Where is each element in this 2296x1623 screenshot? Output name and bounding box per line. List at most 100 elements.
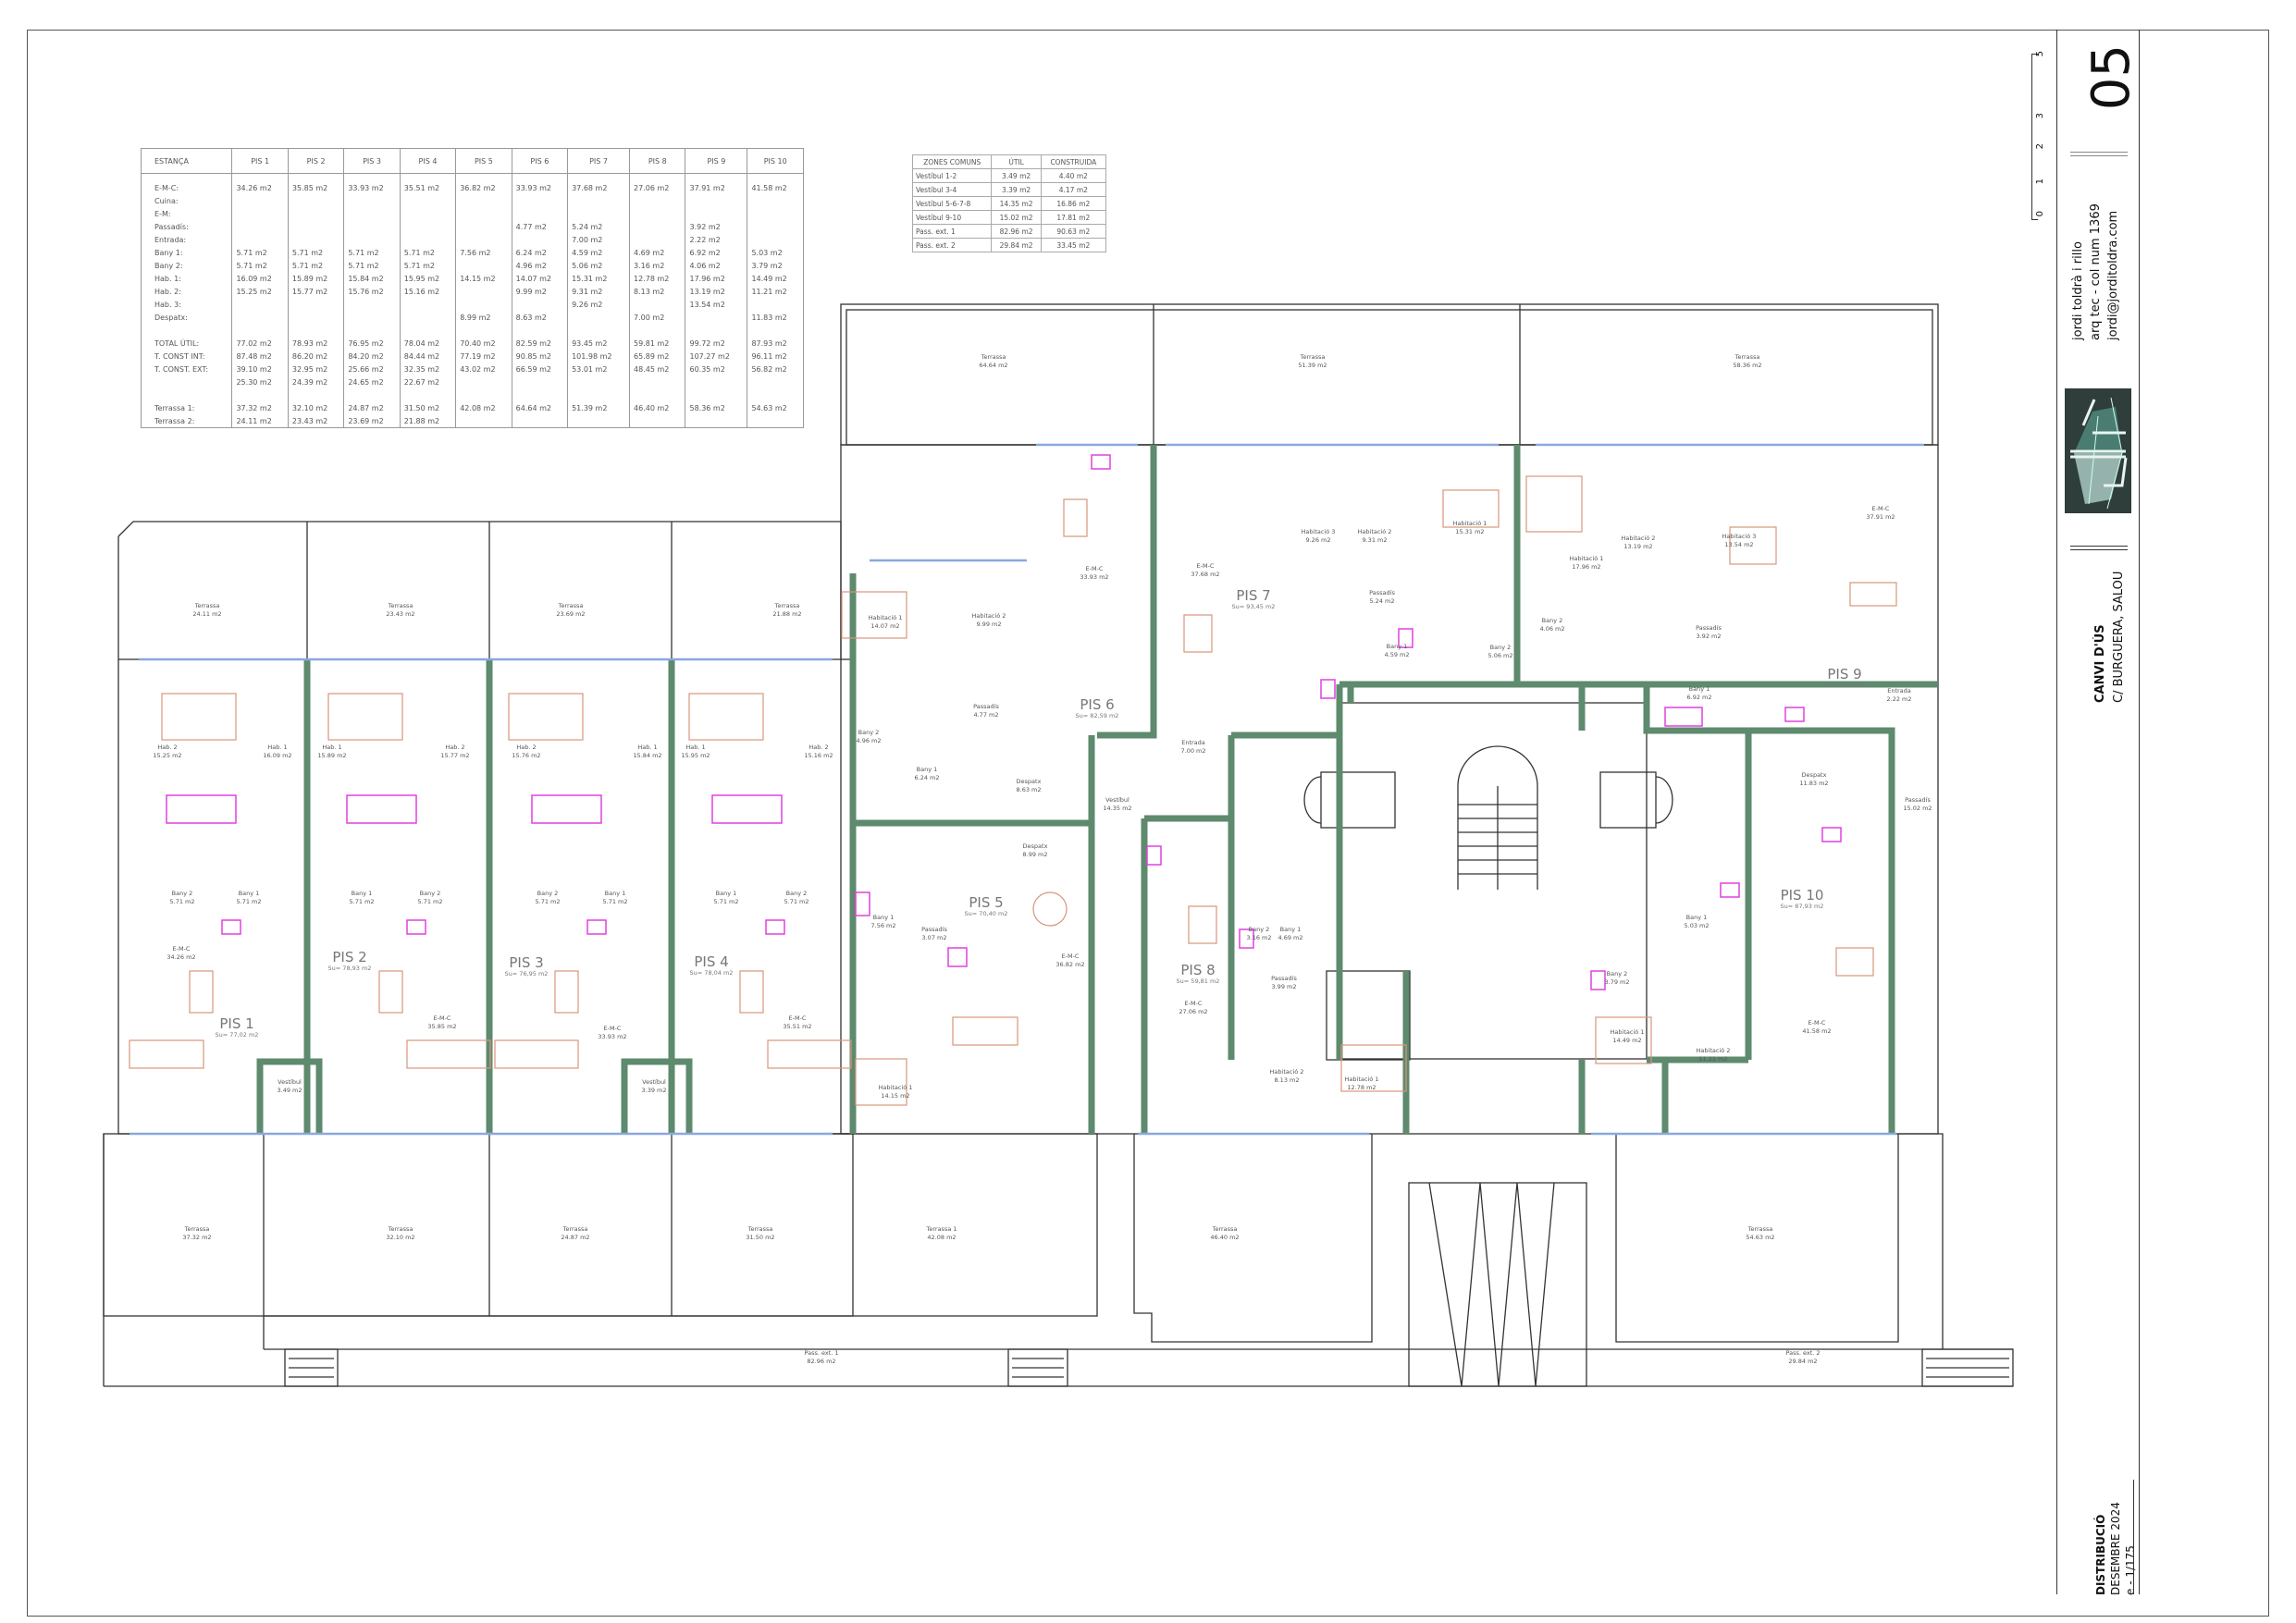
scale-bar (2031, 54, 2038, 220)
row-label: T. CONST INT: (154, 351, 205, 361)
room-area: 14.49 m2 (1612, 1037, 1642, 1044)
table-cell: 9.31 m2 (567, 285, 630, 298)
table-cell: 5.71 m2 (287, 259, 344, 272)
room-name: Habitació 1 (868, 614, 903, 621)
unit-area: Su= 59,81 m2 (1176, 977, 1220, 985)
column-header: PIS 5 (455, 148, 512, 174)
title-block-divider (2056, 30, 2057, 1594)
table-cell: 5.71 m2 (343, 259, 401, 272)
room-area: 15.77 m2 (440, 752, 470, 759)
table-cell (685, 324, 747, 337)
table-cell: 14.07 m2 (511, 272, 568, 285)
room-area: 3.79 m2 (1604, 978, 1630, 986)
room-area: 9.26 m2 (1305, 536, 1331, 544)
table-cell (455, 207, 512, 220)
table-cell: 24.87 m2 (343, 401, 401, 414)
table-cell: 34.26 m2 (231, 173, 289, 194)
table-row (142, 388, 804, 401)
table-row: E-M: (142, 207, 804, 220)
room-area: 3.99 m2 (1271, 983, 1297, 990)
room-area: 34.26 m2 (167, 953, 196, 961)
table-cell: 15.16 m2 (399, 285, 456, 298)
table-cell: 82.96 m2 (991, 224, 1042, 239)
room-name: Hab. 2 (445, 744, 465, 751)
table-cell (287, 207, 344, 220)
room-name: Terrassa 1 (926, 1225, 957, 1233)
unit-name: PIS 1 (219, 1015, 254, 1032)
table-cell (567, 388, 630, 401)
room-name: Terrassa (558, 602, 584, 609)
room-area: 11.21 m2 (1698, 1055, 1728, 1063)
walls (256, 445, 1938, 1134)
room-name: Terrassa (388, 1225, 414, 1233)
room-name: Despatx (1016, 778, 1042, 785)
room-name: Bany 2 (419, 890, 441, 897)
room-name: Bany 2 (1606, 970, 1628, 977)
table-cell: 6.92 m2 (685, 246, 747, 259)
room-area: 33.93 m2 (598, 1033, 627, 1040)
column-header: PIS 8 (629, 148, 685, 174)
table-cell (685, 207, 747, 220)
table-cell (629, 194, 685, 207)
table-cell: 4.77 m2 (511, 220, 568, 233)
table-cell (399, 220, 456, 233)
room-area: 51.39 m2 (1298, 362, 1327, 369)
unit-name: PIS 2 (332, 949, 367, 965)
row-label (142, 375, 232, 388)
table-cell: 15.02 m2 (991, 210, 1042, 225)
table-cell: 22.67 m2 (399, 375, 456, 388)
right-wing-outline (840, 444, 1939, 1135)
table-cell: 37.68 m2 (567, 173, 630, 194)
table-cell (747, 414, 804, 428)
table-cell: 4.17 m2 (1040, 182, 1107, 197)
room-area: 17.96 m2 (1572, 563, 1601, 571)
table-cell (231, 233, 289, 246)
table-cell: 66.59 m2 (511, 363, 568, 375)
row-label (142, 388, 232, 401)
room-area: 42.08 m2 (927, 1234, 957, 1241)
table-cell (343, 311, 401, 324)
room-area: 12.78 m2 (1347, 1084, 1376, 1091)
room-area: 3.16 m2 (1246, 934, 1272, 941)
table-cell: 24.65 m2 (343, 375, 401, 388)
unit-name: PIS 7 (1236, 587, 1271, 604)
column-header: PIS 7 (567, 148, 630, 174)
room-area: 5.06 m2 (1487, 652, 1513, 659)
table-cell: 64.64 m2 (511, 401, 568, 414)
room-area: 4.59 m2 (1384, 651, 1410, 658)
table-cell: 5.71 m2 (399, 246, 456, 259)
room-name: Vestíbul (642, 1078, 666, 1086)
room-area: 33.93 m2 (1080, 573, 1109, 581)
room-area: 8.13 m2 (1274, 1076, 1300, 1084)
table-cell (747, 207, 804, 220)
room-name: Passadís (1271, 975, 1297, 982)
room-area: 64.64 m2 (979, 362, 1008, 369)
scale-tick: 5 (2035, 51, 2045, 57)
table-cell (747, 194, 804, 207)
room-area: 37.68 m2 (1191, 571, 1220, 578)
table-cell: 5.71 m2 (231, 259, 289, 272)
room-area: 5.71 m2 (784, 898, 809, 905)
room-area: 41.58 m2 (1802, 1027, 1832, 1035)
title-block-divider (2139, 30, 2140, 1594)
table-cell: 53.01 m2 (567, 363, 630, 375)
room-name: Despatx (1022, 842, 1048, 850)
table-cell: 4.40 m2 (1040, 168, 1107, 183)
table-cell (511, 298, 568, 311)
left-wing-outline (117, 658, 854, 1135)
